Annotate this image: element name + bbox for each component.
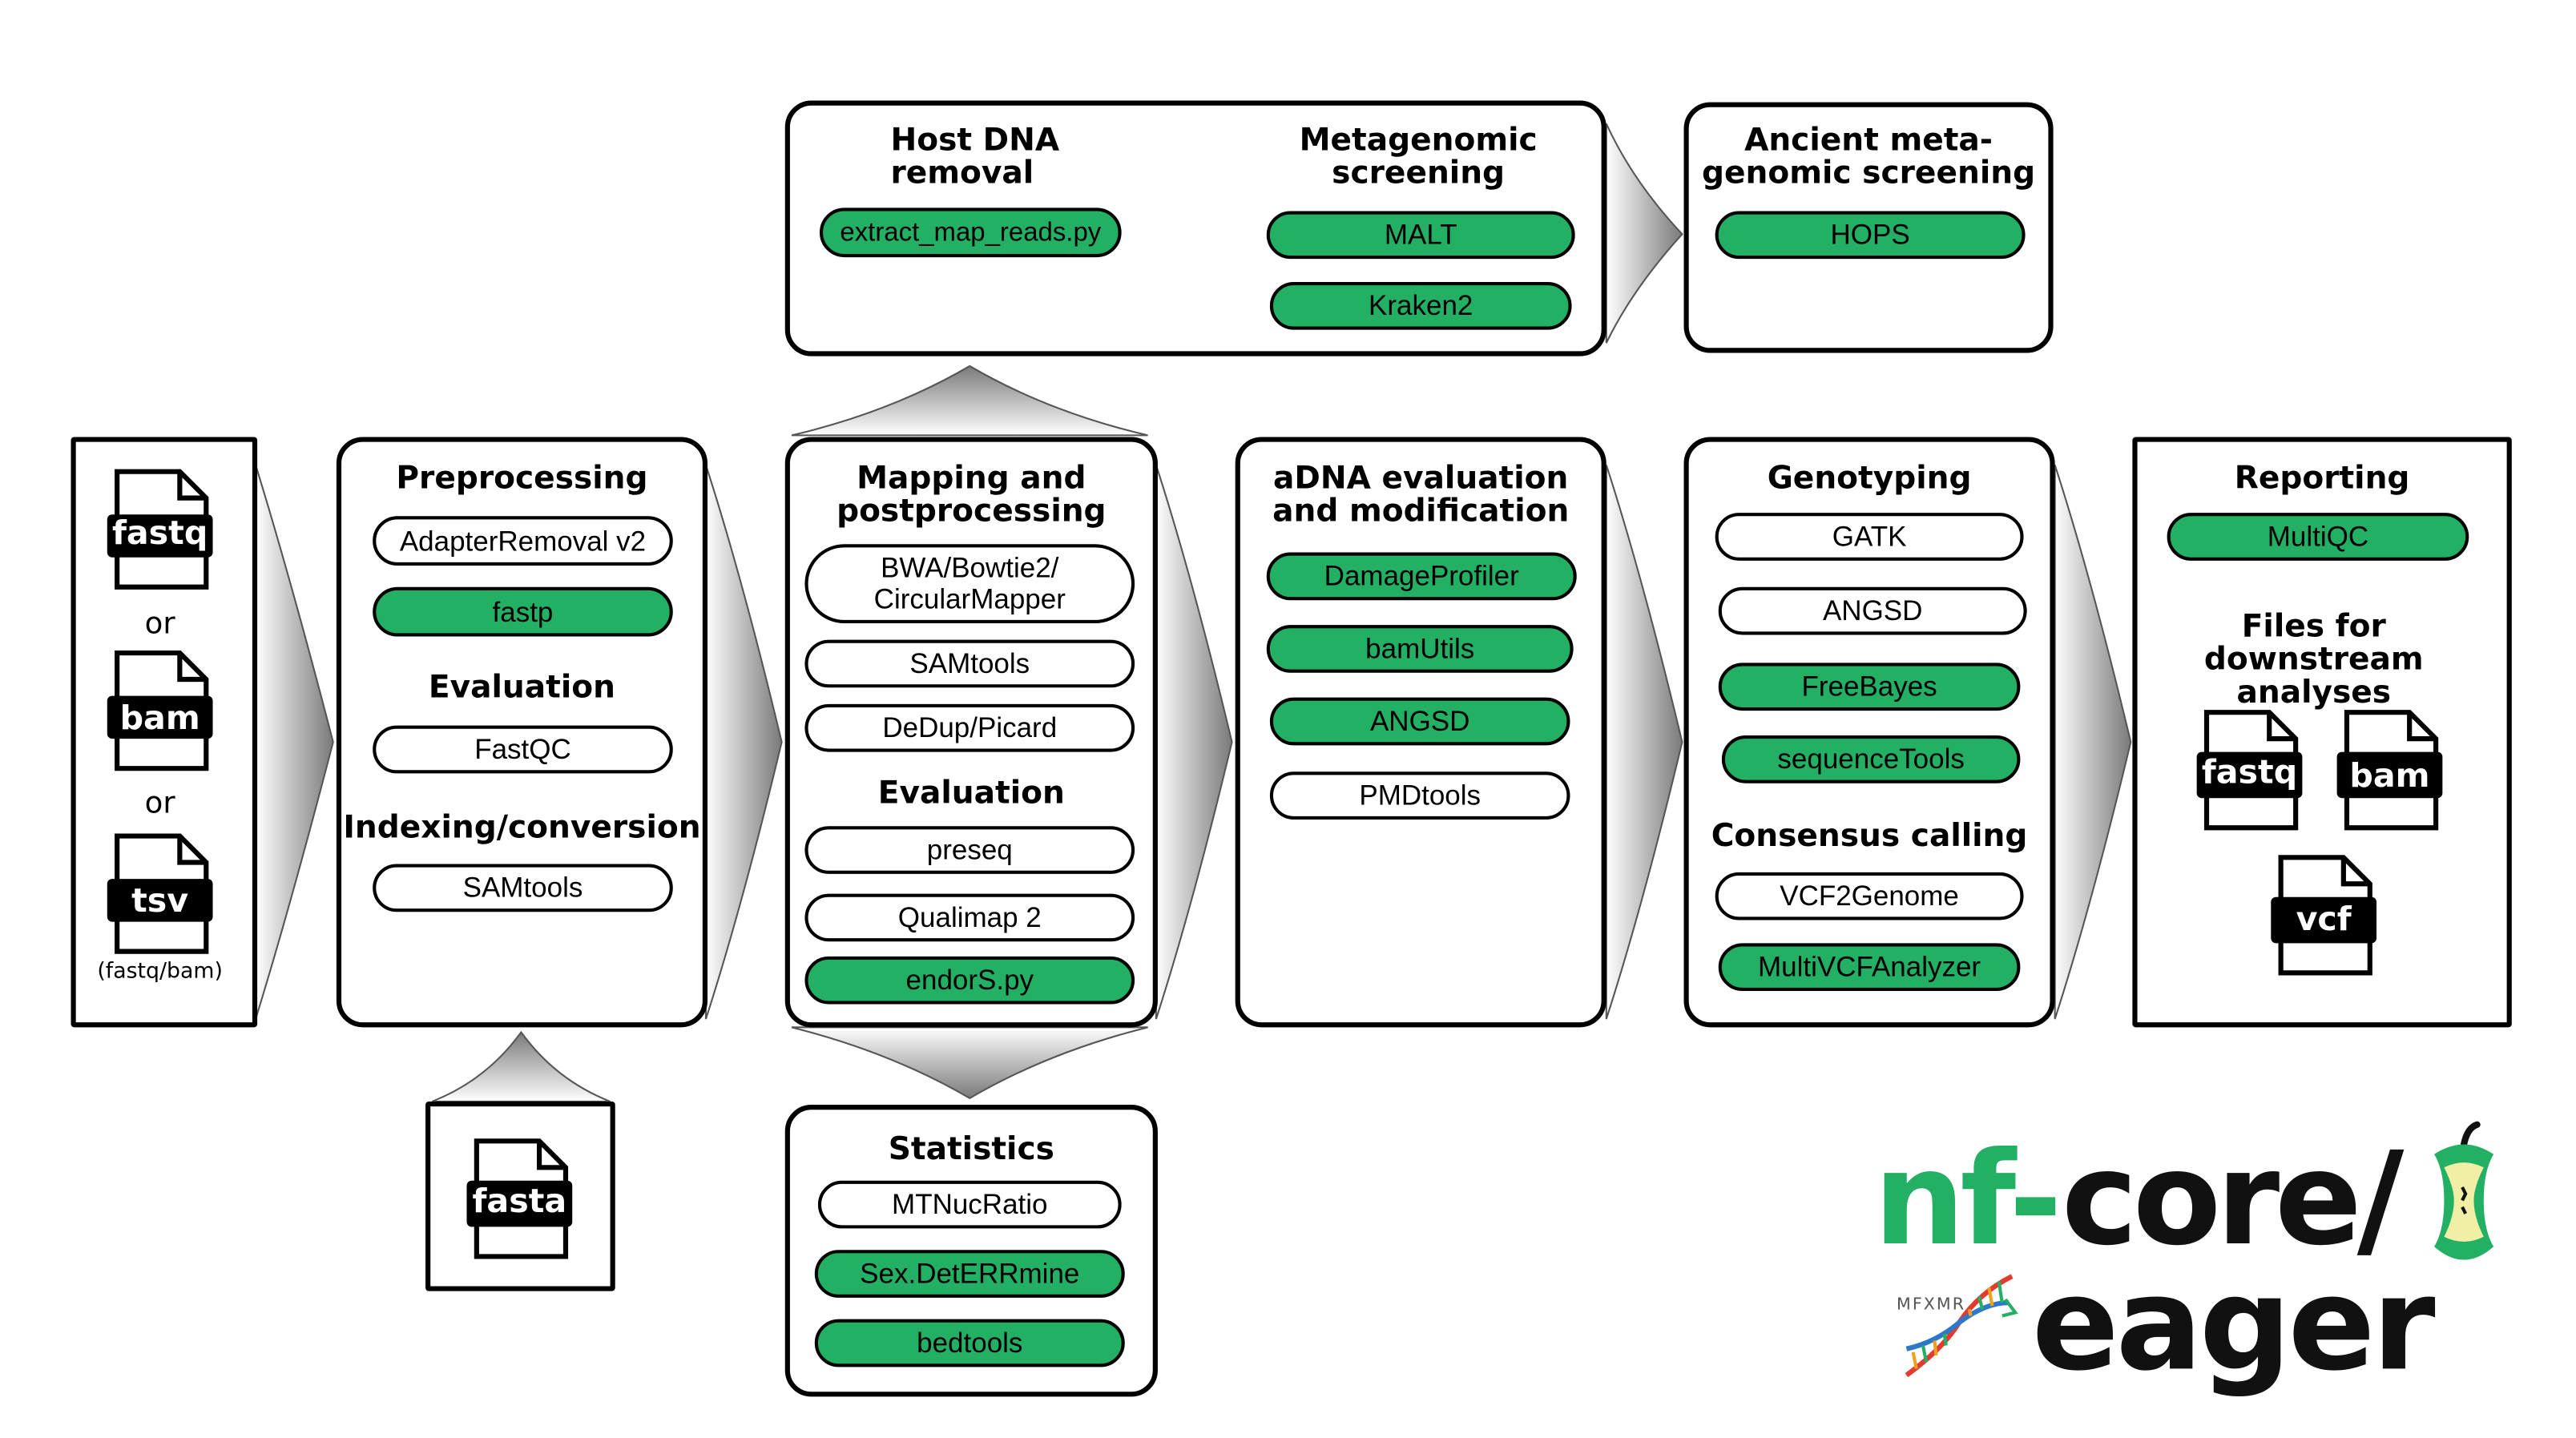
downstream-files-title: Files for downstream analyses [2203,608,2424,711]
apple-core-icon [2434,1121,2494,1260]
tool-bamutils: bamUtils [1266,625,1574,673]
tool-hops: HOPS [1715,211,2026,260]
tool-gatk: GATK [1715,513,2024,561]
preprocessing-title: Preprocessing [396,460,648,497]
tool-samtools-indexing: SAMtools [373,864,673,912]
tool-adapterremoval: AdapterRemoval v2 [373,516,673,566]
logo-eager: eager [2031,1251,2436,1400]
tool-dedup-picard: DeDup/Picard [804,703,1135,752]
output-bam-file-icon [2336,710,2443,831]
arrow-metagenomic-to-hops [1605,123,1683,344]
tool-fastqc: FastQC [373,725,673,774]
reference-file-fasta: fasta [472,1180,567,1221]
consensus-title: Consensus calling [1711,817,2028,855]
or-label: or [144,606,175,642]
indexing-title: Indexing/conversion [343,809,701,846]
arrow-adna-to-genotyping [1605,465,1683,1020]
ancient-metagenomic-title: Ancient meta- genomic screening [1702,122,2036,191]
fasta-file-icon [466,1138,573,1259]
tool-sequencetools: sequenceTools [1721,735,2021,783]
tool-freebayes: FreeBayes [1718,663,2021,711]
reference-box [425,1101,615,1291]
arrow-mapping-to-host-removal [791,365,1148,437]
adna-evaluation-title: aDNA evaluation and modification [1272,460,1570,530]
tool-pmdtools: PMDtools [1269,771,1570,820]
tool-endors: endorS.py [804,956,1135,1005]
metagenomic-title: Metagenomic screening [1299,122,1538,191]
mapping-title: Mapping and postprocessing [836,460,1107,530]
tool-bedtools: bedtools [814,1319,1125,1368]
input-file-fastq: fastq [111,513,208,553]
tool-angsd-genotyping: ANGSD [1718,586,2027,635]
preprocessing-evaluation-title: Evaluation [428,669,615,706]
tool-mtnucratio: MTNucRatio [817,1180,1122,1229]
tool-bwa-bowtie2-circularmapper: BWA/Bowtie2/ CircularMapper [804,544,1135,624]
or-label: or [144,786,175,822]
tool-samtools-mapping: SAMtools [804,639,1135,688]
arrow-preprocessing-to-mapping [704,465,783,1020]
tool-malt: MALT [1266,211,1575,260]
arrow-genotyping-to-reporting [2054,465,2132,1020]
tool-multivcfanalyzer: MultiVCFAnalyzer [1718,943,2021,992]
tool-angsd-adna: ANGSD [1269,697,1570,746]
genotyping-title: Genotyping [1767,460,1972,497]
tool-preseq: preseq [804,826,1135,874]
input-file-bam: bam [119,697,200,738]
tool-sex-deterrmine: Sex.DetERRmine [814,1250,1125,1298]
arrow-mapping-to-adna [1155,465,1233,1020]
tsv-note: (fastq/bam) [97,959,223,985]
output-file-vcf: vcf [2296,898,2352,939]
statistics-title: Statistics [888,1130,1054,1168]
fastq-file-icon [107,469,213,590]
output-fastq-file-icon [2196,710,2303,831]
arrow-input-to-preprocessing [255,465,334,1020]
tool-kraken2: Kraken2 [1269,281,1572,330]
reporting-title: Reporting [2234,460,2410,497]
tool-multiqc: MultiQC [2167,513,2469,561]
arrow-reference-to-preprocessing [431,1030,611,1102]
bam-file-icon [107,650,213,771]
dna-helix-icon [1905,1274,2018,1378]
logo-nf-prefix: nf- [1873,1126,2062,1275]
host-removal-title: Host DNA removal [890,122,1060,191]
output-file-bam: bam [2349,755,2430,796]
output-vcf-file-icon [2271,855,2377,976]
tool-qualimap: Qualimap 2 [804,893,1135,942]
tsv-file-icon [107,833,213,954]
output-file-fastq: fastq [2201,751,2298,792]
lab-mark: MFXMR [1897,1295,1966,1315]
arrow-mapping-to-statistics [791,1026,1148,1100]
tool-fastp: fastp [373,586,673,637]
logo-core: core/ [2061,1126,2404,1275]
mapping-evaluation-title: Evaluation [877,775,1065,812]
tool-damageprofiler: DamageProfiler [1266,552,1577,601]
input-file-tsv: tsv [131,880,189,920]
tool-vcf2genome: VCF2Genome [1715,872,2024,920]
tool-extract-map-reads: extract_map_reads.py [819,207,1122,258]
